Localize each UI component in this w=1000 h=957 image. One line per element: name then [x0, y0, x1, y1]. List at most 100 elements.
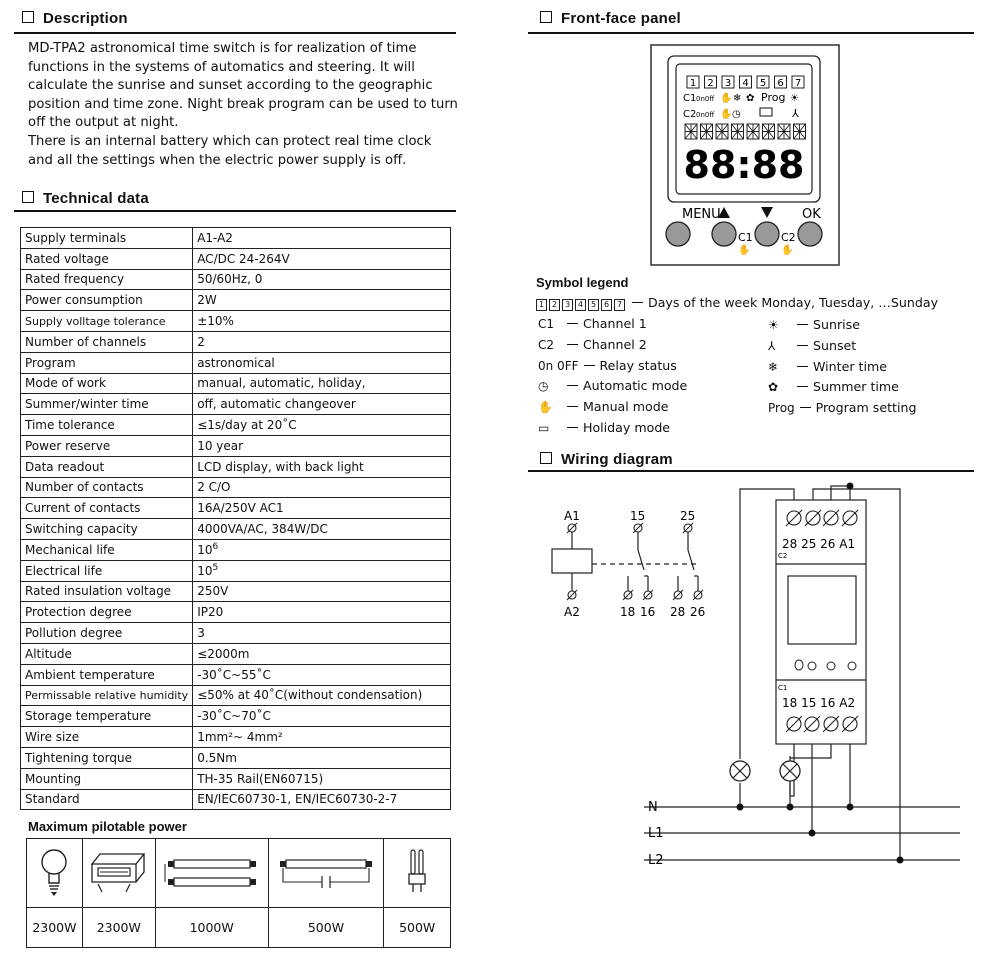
line-n-label: N: [648, 800, 658, 815]
table-row: Permissable relative humidity≤50% at 40˚…: [19, 684, 451, 707]
table-key: Summer/winter time: [19, 393, 194, 416]
sunset-icon: ⅄: [792, 107, 799, 120]
table-value-text: manual, automatic, holiday,: [197, 376, 366, 391]
table-row: Storage temperature-30˚C~70˚C: [19, 705, 451, 728]
power-value: 2300W: [26, 907, 83, 948]
table-value-text: 10: [197, 564, 213, 579]
wiring-diagram: A1 A2 15 25 18 16 28 26 28 25 26 A1 18 1…: [551, 482, 960, 868]
table-key: Protection degree: [19, 601, 194, 624]
legend-item: ▭Holiday mode: [538, 420, 670, 435]
lcd-day-box: [756, 75, 770, 89]
table-key: Mechanical life: [19, 538, 194, 561]
table-row: Supply volltage tolerance±10%: [19, 310, 451, 332]
table-value-text: 10: [197, 543, 213, 558]
terminal-icon-slash: [672, 589, 684, 601]
table-value-text: LCD display, with back light: [197, 459, 364, 474]
checkbox-square-icon: [540, 11, 552, 23]
lcd-day-number: 4: [742, 78, 748, 89]
terminal-icon-slash: [692, 589, 704, 601]
legend-symbol: 0n 0FF: [538, 358, 579, 373]
hand-icon: ✋: [781, 243, 793, 256]
description-para1: MD-TPA2 astronomical time switch is for …: [28, 41, 458, 131]
legend-item: ✋Manual mode: [538, 399, 668, 414]
day-box: 1: [536, 299, 547, 311]
table-key: Mounting: [19, 767, 194, 790]
table-key: Standard: [19, 788, 194, 811]
table-key: Program: [19, 351, 194, 374]
terminal-icon-slash: [566, 522, 578, 534]
table-value: -30˚C~55˚C: [192, 663, 451, 686]
table-value: 106: [192, 538, 451, 561]
legend-symbol: ❄: [768, 359, 779, 374]
table-value-text: IP20: [197, 605, 224, 620]
table-key: Altitude: [19, 642, 194, 665]
table-key: Data readout: [19, 455, 194, 478]
table-value-text: ±10%: [197, 314, 234, 329]
lcd-day-number: 2: [707, 78, 713, 89]
table-key: Power reserve: [19, 434, 194, 457]
up-button[interactable]: [711, 221, 737, 247]
lcd-c1-label: C1: [683, 93, 696, 104]
table-key: Electrical life: [19, 559, 194, 582]
legend-symbol: Prog: [768, 401, 795, 416]
down-button[interactable]: [754, 221, 780, 247]
table-value: 2 C/O: [192, 476, 451, 499]
c2-label: C2: [781, 231, 796, 244]
table-key: Number of contacts: [19, 476, 194, 499]
power-cell: [267, 838, 385, 908]
exponent: 5: [212, 563, 219, 574]
clock-icon: ◷: [732, 109, 741, 120]
table-value-text: astronomical: [197, 355, 275, 370]
hand-icon: ✋: [720, 107, 732, 120]
power-value: 500W: [383, 907, 451, 948]
table-value: 105: [192, 559, 451, 582]
table-key: Rated frequency: [19, 268, 194, 291]
power-value: 500W: [267, 907, 385, 948]
legend-text: Channel 2: [583, 336, 647, 352]
lcd-day-box: [791, 75, 805, 89]
down-arrow-icon: [761, 207, 773, 218]
lcd-segment-lines: [746, 123, 760, 140]
lcd-day-number: 7: [795, 78, 801, 89]
legend-text: Winter time: [813, 358, 887, 374]
table-key: Switching capacity: [19, 518, 194, 540]
lcd-prog-label: Prog: [761, 91, 785, 104]
lcd-segment-lines: [731, 123, 744, 140]
wiring-heading: Wiring diagram: [540, 451, 673, 468]
table-value-text: 16A/250V AC1: [197, 501, 284, 516]
menu-button[interactable]: [665, 221, 691, 247]
table-key: Rated voltage: [19, 247, 194, 270]
power-table: 2300W 2300W 1000W 500W 500W: [26, 838, 451, 948]
table-value-text: 250V: [197, 584, 229, 599]
table-value-text: 2 C/O: [197, 480, 231, 495]
ok-button[interactable]: [797, 221, 823, 247]
c1-common-label: 15: [630, 509, 645, 523]
screw-terminal-icon-slash: [785, 509, 803, 527]
incandescent-bulb-icon: [41, 848, 68, 896]
lcd-day-box: [774, 75, 787, 89]
coil-a1-label: A1: [564, 509, 580, 523]
legend-text: Sunset: [813, 337, 857, 353]
table-value: astronomical: [192, 351, 451, 374]
legend-symbol: ✋: [538, 400, 553, 415]
legend-symbol: ◷: [538, 379, 549, 394]
lcd-day-box: [704, 75, 717, 89]
table-value-text: ≤50% at 40˚C(without condensation): [197, 688, 423, 703]
exponent: 6: [212, 542, 219, 553]
table-value: ≤2000m: [192, 642, 451, 665]
table-value-text: 1mm²~ 4mm²: [197, 730, 283, 745]
heading-rule: [14, 210, 456, 212]
table-key: Pollution degree: [19, 622, 194, 644]
c1-no-label: 16: [640, 605, 655, 619]
